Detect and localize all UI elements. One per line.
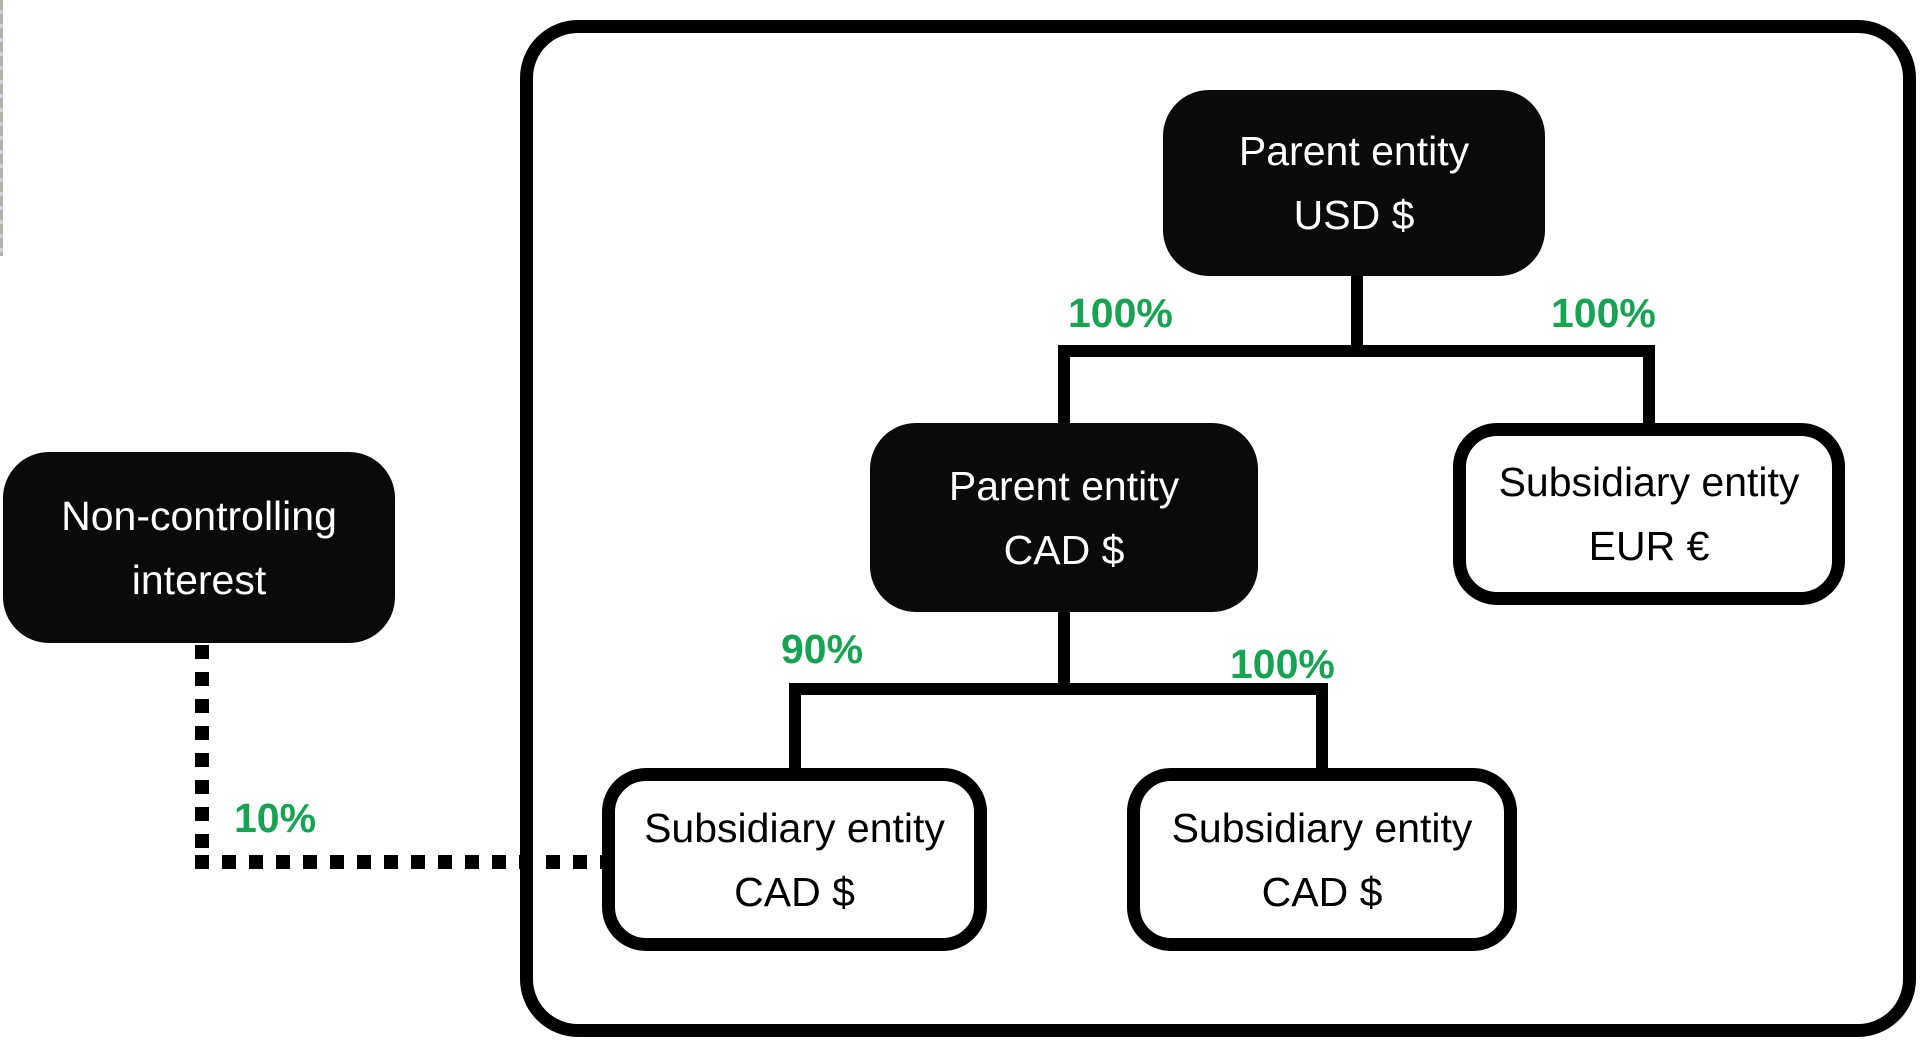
node-currency: EUR € — [1588, 523, 1710, 569]
node-title: Subsidiary entity — [1498, 459, 1800, 505]
page-edge-dashed-line — [0, 0, 3, 256]
node-title: Parent entity — [948, 462, 1180, 509]
node-currency: CAD $ — [1261, 868, 1383, 915]
ownership-label-nci: 10% — [234, 795, 317, 841]
node-non-controlling-interest: Non-controlling interest — [3, 452, 395, 643]
node-subsidiary-entity-cad-right: Subsidiary entity CAD $ — [1127, 768, 1517, 951]
node-currency: CAD $ — [734, 868, 855, 915]
node-parent-entity-cad: Parent entity CAD $ — [870, 423, 1258, 612]
ownership-label-cad-to-right: 100% — [1230, 641, 1335, 687]
node-title-line2: interest — [131, 556, 267, 603]
connector-nci-vertical-dotted — [195, 645, 209, 869]
node-title: Non-controlling — [61, 492, 337, 539]
node-parent-entity-usd: Parent entity USD $ — [1163, 90, 1545, 276]
node-title: Parent entity — [1238, 128, 1470, 174]
connector-usd-to-cad — [1058, 345, 1070, 430]
node-currency: USD $ — [1293, 192, 1415, 238]
connector-nci-horizontal-dotted — [195, 855, 615, 869]
consolidation-group-frame — [520, 20, 1916, 1037]
connector-usd-drop — [1351, 270, 1363, 350]
node-title: Subsidiary entity — [1171, 804, 1473, 851]
connector-usd-branch — [1058, 345, 1655, 357]
ownership-label-usd-to-cad: 100% — [1068, 290, 1173, 336]
connector-cad-drop — [1058, 608, 1070, 688]
ownership-label-cad-to-left: 90% — [781, 626, 864, 672]
ownership-label-usd-to-eur: 100% — [1551, 290, 1656, 336]
node-subsidiary-entity-cad-left: Subsidiary entity CAD $ — [602, 768, 987, 951]
connector-cad-branch — [789, 683, 1328, 695]
connector-usd-to-eur — [1643, 345, 1655, 430]
node-title: Subsidiary entity — [644, 804, 945, 851]
node-subsidiary-entity-eur: Subsidiary entity EUR € — [1453, 423, 1845, 605]
node-currency: CAD $ — [1003, 526, 1125, 573]
connector-cad-to-sub-right — [1316, 683, 1328, 775]
connector-cad-to-sub-left — [789, 683, 801, 775]
